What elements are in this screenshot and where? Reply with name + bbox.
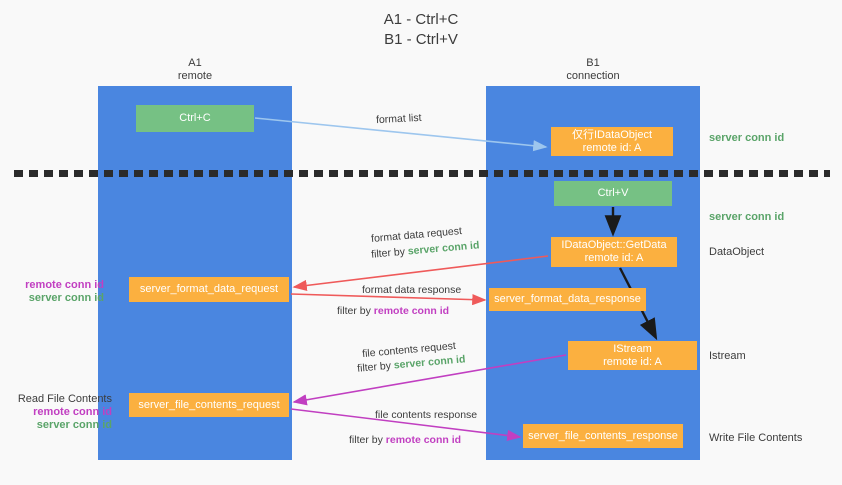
edge-format-data-response <box>290 293 487 306</box>
node-format-data-request-label: server_format_data_request <box>139 283 279 295</box>
edge-label-format-data-response: format data response <box>362 284 462 296</box>
edge-label-file-contents-response: file contents response <box>375 409 478 421</box>
edge-format-list <box>254 117 548 152</box>
column-header-a1-name: A1 <box>188 57 202 69</box>
node-getdata-line2: remote id: A <box>584 252 644 264</box>
edge-label-filter-remote-conn-id-2: filter by remote conn id <box>349 433 461 447</box>
node-ctrl-v-label: Ctrl+V <box>597 187 629 199</box>
filter-value-remote-conn-id-1: remote conn id <box>373 305 450 317</box>
node-server-format-data-request[interactable]: server_format_data_request <box>129 277 289 302</box>
filter-prefix-4: filter by <box>349 434 386 446</box>
annotation-istream: Istream <box>709 350 746 362</box>
node-idataobject-line1: 仅行IDataObject <box>571 128 653 141</box>
annotation-read-file-contents-group: Read File Contents remote conn id server… <box>8 393 112 432</box>
node-idataobject-getdata[interactable]: IDataObject::GetData remote id: A <box>551 237 677 267</box>
filter-value-remote-conn-id-2: remote conn id <box>385 434 462 446</box>
annotation-dataobject: DataObject <box>709 246 765 258</box>
edge-format-data-request <box>292 255 549 292</box>
node-ctrl-c-label: Ctrl+C <box>179 112 211 124</box>
annotation-remote-conn-id-1: remote conn id <box>25 279 104 291</box>
node-idataobject[interactable]: 仅行IDataObject remote id: A <box>551 127 673 156</box>
node-file-contents-request-label: server_file_contents_request <box>138 398 280 411</box>
column-header-b1-role: connection <box>566 70 620 82</box>
edge-label-filter-remote-conn-id-1: filter by remote conn id <box>337 304 449 318</box>
annotation-server-conn-id-mid: server conn id <box>709 211 785 223</box>
edge-label-format-list: format list <box>375 111 422 127</box>
node-istream-line1: IStream <box>613 342 652 355</box>
annotation-write-file-contents: Write File Contents <box>709 432 803 444</box>
annotation-server-conn-id-2: server conn id <box>36 419 112 431</box>
node-server-file-contents-response[interactable]: server_file_contents_response <box>523 424 683 448</box>
node-idataobject-line2: remote id: A <box>582 141 642 154</box>
node-getdata-line1: IDataObject::GetData <box>561 239 667 251</box>
annotation-remote-conn-id-2: remote conn id <box>33 406 112 418</box>
annotation-server-conn-id-top: server conn id <box>709 132 785 144</box>
node-format-data-response-label: server_format_data_response <box>494 293 641 305</box>
annotation-server-conn-id-1: server conn id <box>28 292 104 304</box>
annotation-conn-ids-format: remote conn id server conn id <box>8 279 104 305</box>
column-header-b1: B1 connection <box>486 57 700 83</box>
node-istream-line2: remote id: A <box>603 355 662 368</box>
column-header-a1-role: remote <box>177 70 213 82</box>
edge-file-contents-response <box>290 408 522 442</box>
node-ctrl-v[interactable]: Ctrl+V <box>554 181 672 206</box>
node-server-file-contents-request[interactable]: server_file_contents_request <box>129 393 289 417</box>
edge-file-contents-request <box>292 354 567 406</box>
node-ctrl-c[interactable]: Ctrl+C <box>136 105 254 132</box>
filter-prefix-2: filter by <box>337 305 374 317</box>
title-line-2: B1 - Ctrl+V <box>384 31 458 48</box>
title-line-1: A1 - Ctrl+C <box>383 11 459 28</box>
node-istream[interactable]: IStream remote id: A <box>568 341 697 370</box>
node-server-format-data-response[interactable]: server_format_data_response <box>489 288 646 311</box>
annotation-read-file-contents: Read File Contents <box>17 393 112 405</box>
node-file-contents-response-label: server_file_contents_response <box>528 429 678 442</box>
phase-divider <box>14 170 830 177</box>
filter-prefix-1: filter by <box>370 245 409 261</box>
column-header-a1: A1 remote <box>98 57 292 83</box>
filter-prefix-3: filter by <box>356 359 395 375</box>
page-title: A1 - Ctrl+C B1 - Ctrl+V <box>0 10 842 50</box>
column-header-b1-name: B1 <box>586 57 600 69</box>
